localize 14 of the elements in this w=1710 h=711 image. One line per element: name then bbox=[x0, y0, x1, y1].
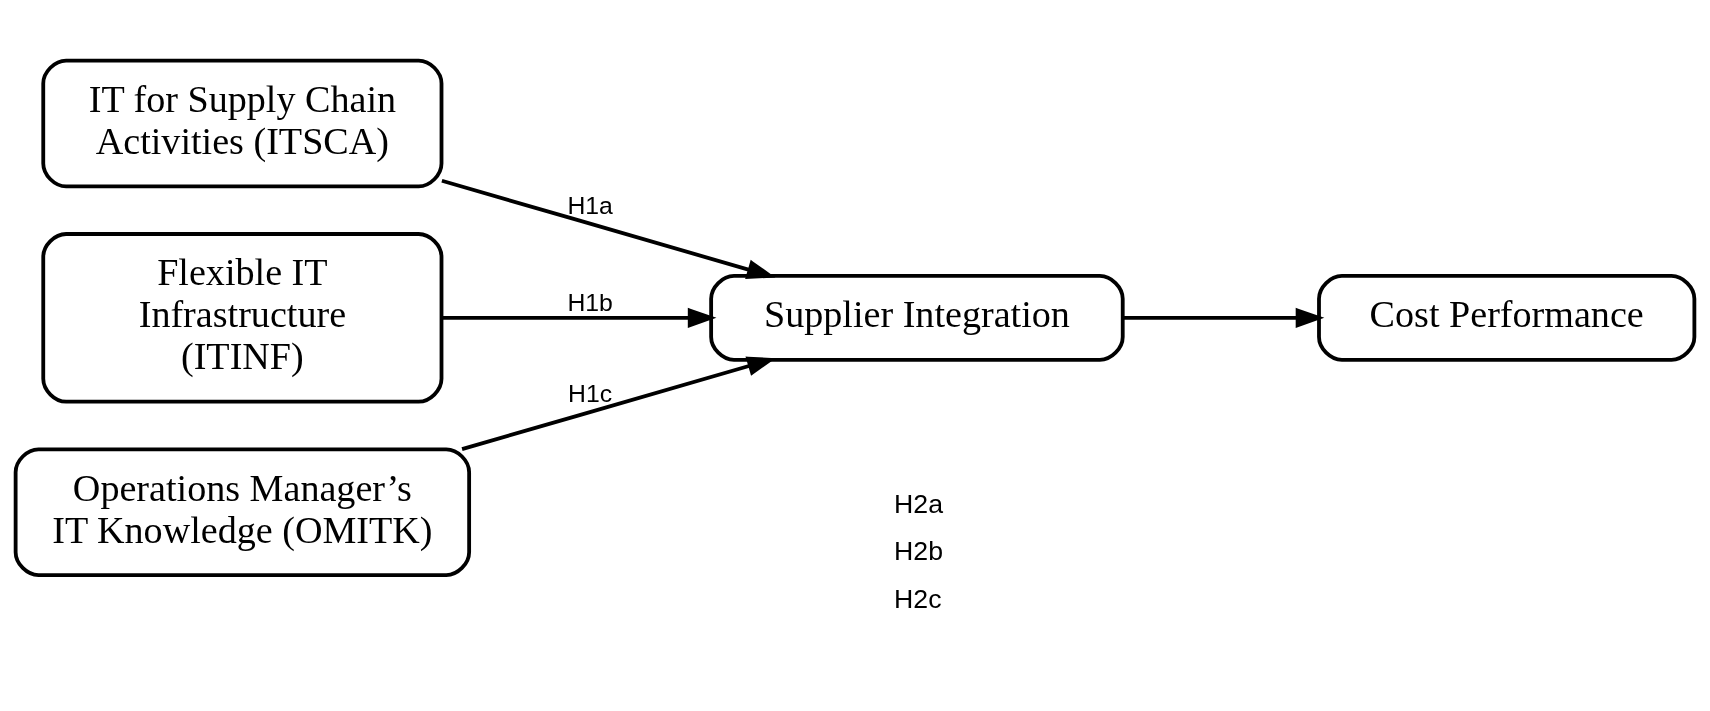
node-box: Cost Performance bbox=[1317, 274, 1697, 362]
label: H2a bbox=[894, 488, 943, 519]
edge-label: H1b bbox=[567, 289, 613, 317]
node-box: IT for Supply Chain Activities (ITSCA) bbox=[41, 58, 444, 189]
edge-label: H1c bbox=[568, 380, 613, 408]
node-box: Flexible IT Infrastructure (ITINF) bbox=[41, 232, 444, 404]
edge-label: H1a bbox=[567, 191, 613, 219]
label: H2b bbox=[894, 536, 943, 567]
node-box: Supplier Integration bbox=[709, 274, 1125, 362]
node-box: Operations Manager’s IT Knowledge (OMITK) bbox=[13, 447, 472, 577]
label: H2c bbox=[894, 583, 942, 614]
arrow bbox=[441, 307, 717, 328]
arrow bbox=[441, 178, 776, 280]
arrow bbox=[1122, 307, 1325, 328]
